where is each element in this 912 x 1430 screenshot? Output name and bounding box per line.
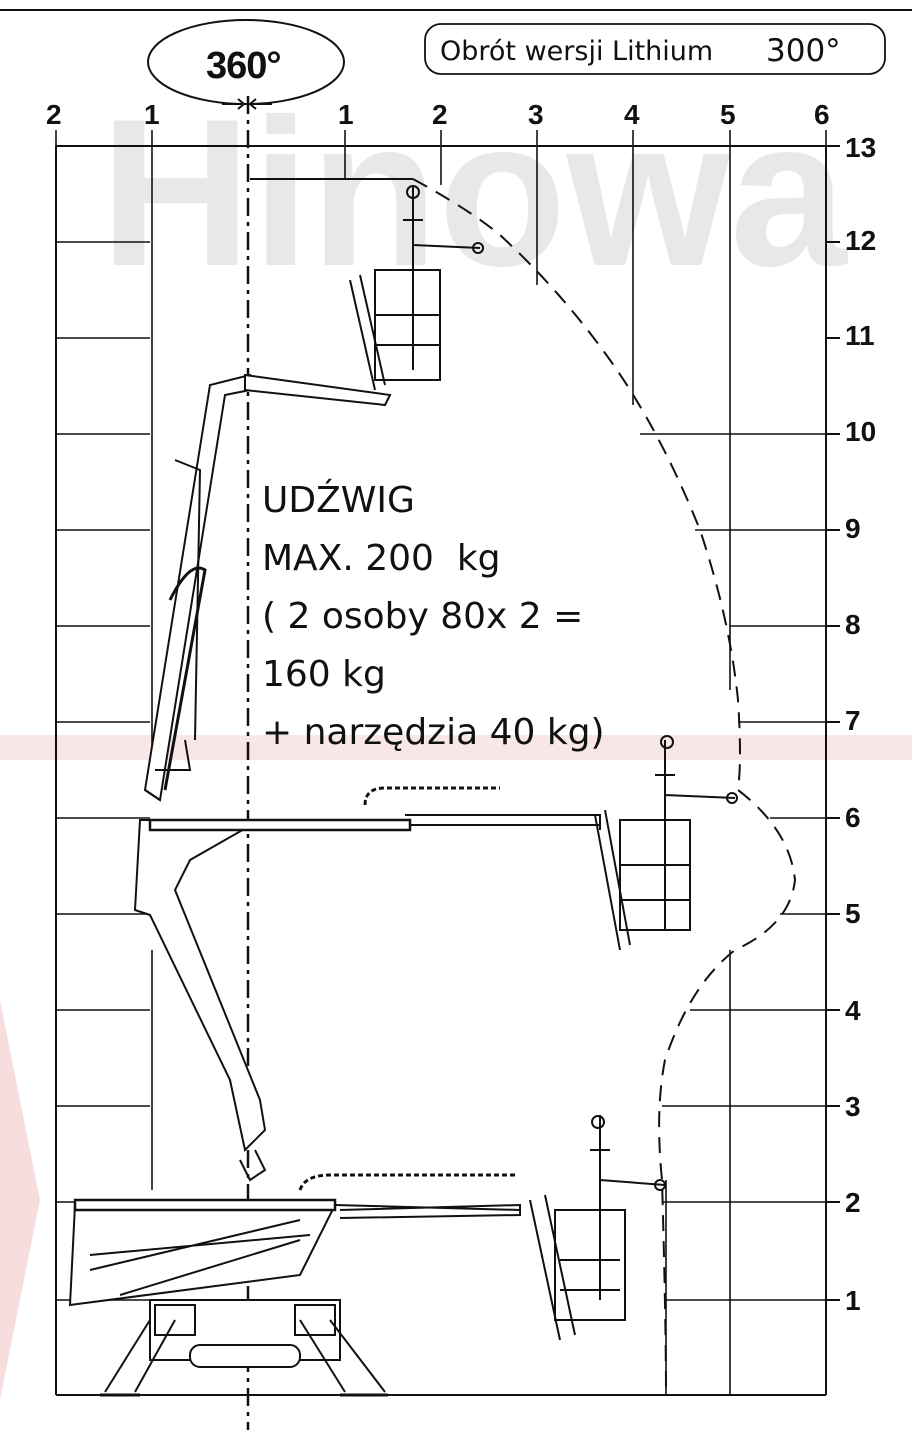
right-axis-label: 5 [845,898,861,929]
basket-top [349,185,484,391]
top-axis-label: 2 [432,99,448,130]
jib-lower [68,1173,521,1307]
top-axis-label: 3 [528,99,544,130]
load-line: 160 kg [262,654,386,695]
right-axis-label: 13 [845,132,876,163]
right-axis-label: 2 [845,1187,861,1218]
right-axis-label: 9 [845,513,861,544]
top-axis-label: 2 [46,99,62,130]
watermark-red-corner-left [0,1000,40,1400]
top-axis-label: 5 [720,99,736,130]
right-axis-label: 10 [845,416,876,447]
right-axis-label: 3 [845,1091,861,1122]
lithium-note-box [424,23,886,75]
lithium-note-text: Obrót wersji Lithium [440,36,713,67]
top-axis-label: 1 [144,99,160,130]
rotation-ellipse [147,19,345,105]
load-line: + narzędzia 40 kg) [262,712,605,753]
right-axis-label: 1 [845,1285,861,1316]
load-capacity-text: UDŹWIG MAX. 200 kg ( 2 osoby 80x 2 = 160… [262,479,605,753]
basket-low [529,1115,666,1341]
right-axis-label: 8 [845,609,861,640]
basket-middle [594,735,738,951]
rotation-label: 360° [206,45,281,87]
boom-upper [143,373,392,802]
right-axis-label: 11 [845,320,875,351]
brand-watermark: Hinowa [0,75,912,1400]
right-axis-label: 7 [845,705,861,736]
base-chassis [100,1299,388,1397]
machine-drawing [68,185,738,1397]
top-axis-label: 1 [338,99,354,130]
load-line: UDŹWIG [262,479,415,521]
right-axis-label: 4 [845,995,861,1026]
top-axis-label: 6 [814,99,830,130]
reach-envelope [412,178,797,1396]
top-axis-label: 4 [624,99,640,130]
right-axis-label: 12 [845,225,876,256]
lithium-note-degrees: 300° [766,33,841,69]
boom-middle [133,786,601,1182]
load-line: ( 2 osoby 80x 2 = [262,596,583,637]
right-axis-label: 6 [845,802,861,833]
top-axis: 2 1 1 2 3 4 5 6 [46,99,830,130]
grid [55,130,840,1396]
load-line: MAX. 200 kg [262,538,501,579]
watermark-red-stripe [0,735,912,760]
right-axis: 13 12 11 10 9 8 7 6 5 4 3 2 1 [845,132,876,1316]
rotation-arrows [222,98,272,110]
watermark-text: Hinowa [100,75,849,310]
